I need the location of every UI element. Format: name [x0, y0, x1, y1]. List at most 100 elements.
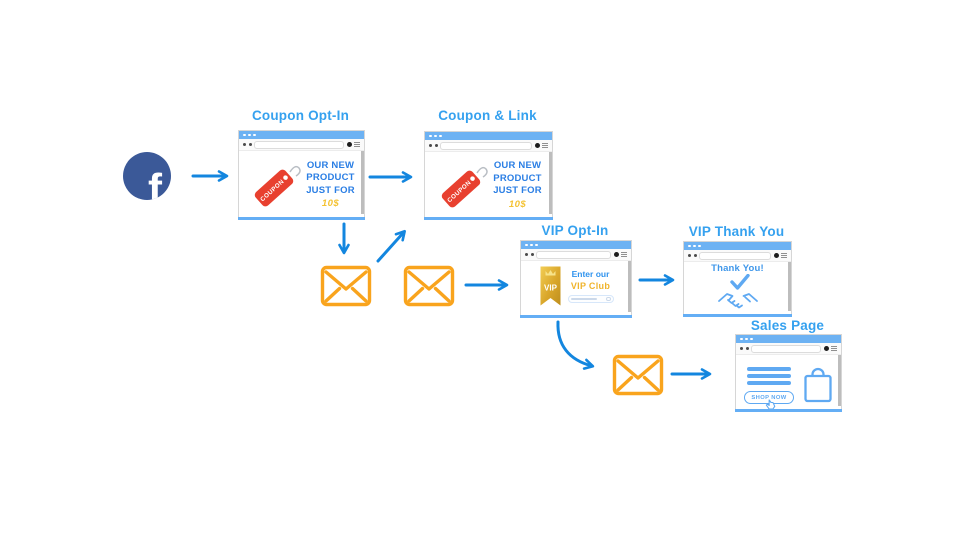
forward-icon[interactable] [745, 347, 749, 350]
window-dot-icon [248, 133, 251, 137]
menu-icon[interactable] [831, 346, 837, 351]
heading-sales-page: Sales Page [750, 318, 825, 333]
scrollbar[interactable] [361, 151, 364, 214]
window-bottom-bar [520, 314, 632, 318]
input-submit-icon[interactable] [606, 296, 611, 302]
offer-line: JUST FOR [493, 185, 542, 197]
scrollbar[interactable] [628, 261, 631, 312]
url-bar[interactable] [699, 251, 771, 260]
text-line-bar [747, 380, 791, 385]
facebook-icon[interactable]: f [123, 152, 171, 200]
window-bottom-bar [238, 216, 365, 220]
email-envelope-icon [612, 354, 664, 396]
shopping-bag-icon [804, 367, 832, 403]
browser-toolbar [521, 249, 631, 261]
scrollbar[interactable] [788, 262, 791, 311]
coupon-offer-text: OUR NEW PRODUCT JUST FOR 10$ [493, 160, 542, 211]
menu-icon[interactable] [621, 252, 627, 257]
window-dot-icon [253, 133, 256, 137]
window-dot-icon [525, 243, 528, 247]
back-icon[interactable] [525, 253, 528, 256]
coupon-opt-in-window: COUPON OUR NEW PRODUCT JUST FOR 10$ [238, 130, 365, 220]
vip-badge-label: VIP [544, 283, 558, 292]
input-placeholder-line [570, 298, 597, 300]
window-dot-icon [745, 337, 748, 341]
forward-icon[interactable] [248, 143, 252, 146]
heading-coupon-opt-in: Coupon Opt-In [251, 108, 350, 123]
coupon-tag-icon: COUPON [254, 165, 301, 207]
handshake-check-icon [717, 273, 758, 308]
url-bar[interactable] [536, 250, 611, 259]
arrow-vip-optin-to-email3 [556, 320, 595, 370]
menu-icon[interactable] [542, 143, 548, 148]
shop-now-label: SHOP NOW [751, 394, 787, 401]
vip-offer-text: Enter our VIP Club [567, 269, 614, 303]
back-icon[interactable] [429, 144, 432, 147]
shop-now-button[interactable]: SHOP NOW [744, 391, 794, 410]
vip-line2: VIP Club [570, 281, 611, 291]
scrollbar[interactable] [838, 355, 841, 406]
text-line-bar [747, 367, 791, 372]
vip-thank-you-window: Thank You! [683, 241, 792, 317]
facebook-f-letter: f [148, 165, 162, 201]
window-dot-icon [530, 243, 533, 247]
window-dot-icon [429, 134, 432, 138]
window-dot-icon [750, 337, 753, 341]
window-bottom-bar [424, 216, 553, 220]
window-dot-icon [693, 244, 696, 248]
email-input[interactable] [567, 295, 614, 303]
window-titlebar [239, 131, 364, 139]
forward-icon[interactable] [530, 253, 534, 256]
text-line-bar [747, 374, 791, 378]
menu-icon[interactable] [354, 142, 360, 147]
vip-opt-in-window: VIP Enter our VIP Club [520, 240, 632, 318]
thank-you-message: Thank You! [711, 262, 764, 274]
window-bottom-bar [683, 313, 792, 317]
profile-icon[interactable] [823, 346, 829, 351]
browser-toolbar [425, 140, 552, 152]
profile-icon[interactable] [534, 143, 540, 148]
menu-icon[interactable] [781, 253, 787, 258]
offer-line: JUST FOR [306, 184, 355, 196]
offer-line: OUR NEW [306, 159, 355, 171]
window-dot-icon [439, 134, 442, 138]
window-titlebar [425, 132, 552, 140]
window-titlebar [736, 335, 841, 343]
browser-toolbar [736, 343, 841, 355]
offer-line: OUR NEW [493, 160, 542, 172]
offer-line: PRODUCT [306, 172, 355, 184]
heading-coupon-link: Coupon & Link [438, 108, 537, 123]
offer-price: 10$ [508, 198, 527, 210]
sales-content: SHOP NOW [744, 366, 794, 410]
window-dot-icon [698, 244, 701, 248]
vip-badge-icon: VIP [540, 266, 560, 305]
back-icon[interactable] [740, 347, 743, 350]
profile-icon[interactable] [613, 252, 619, 257]
back-icon[interactable] [688, 254, 691, 257]
heading-vip-opt-in: VIP Opt-In [541, 223, 609, 238]
url-bar[interactable] [254, 140, 344, 149]
coupon-offer-text: OUR NEW PRODUCT JUST FOR 10$ [306, 160, 355, 211]
vip-line1: Enter our [571, 269, 610, 279]
url-bar[interactable] [751, 344, 821, 353]
window-dot-icon [740, 337, 743, 341]
window-dot-icon [688, 244, 691, 248]
scrollbar[interactable] [549, 152, 552, 214]
email-envelope-icon [320, 265, 372, 307]
url-bar[interactable] [440, 141, 532, 150]
browser-toolbar [239, 139, 364, 151]
offer-line: PRODUCT [493, 172, 542, 184]
offer-price: 10$ [321, 198, 340, 210]
window-dot-icon [434, 134, 437, 138]
browser-toolbar [684, 250, 791, 262]
forward-icon[interactable] [434, 144, 438, 147]
heading-vip-thank-you: VIP Thank You [688, 224, 785, 239]
back-icon[interactable] [243, 143, 246, 146]
profile-icon[interactable] [346, 142, 352, 147]
sales-page-window: SHOP NOW [735, 334, 842, 412]
profile-icon[interactable] [773, 253, 779, 258]
forward-icon[interactable] [693, 254, 697, 257]
window-bottom-bar [735, 408, 842, 412]
